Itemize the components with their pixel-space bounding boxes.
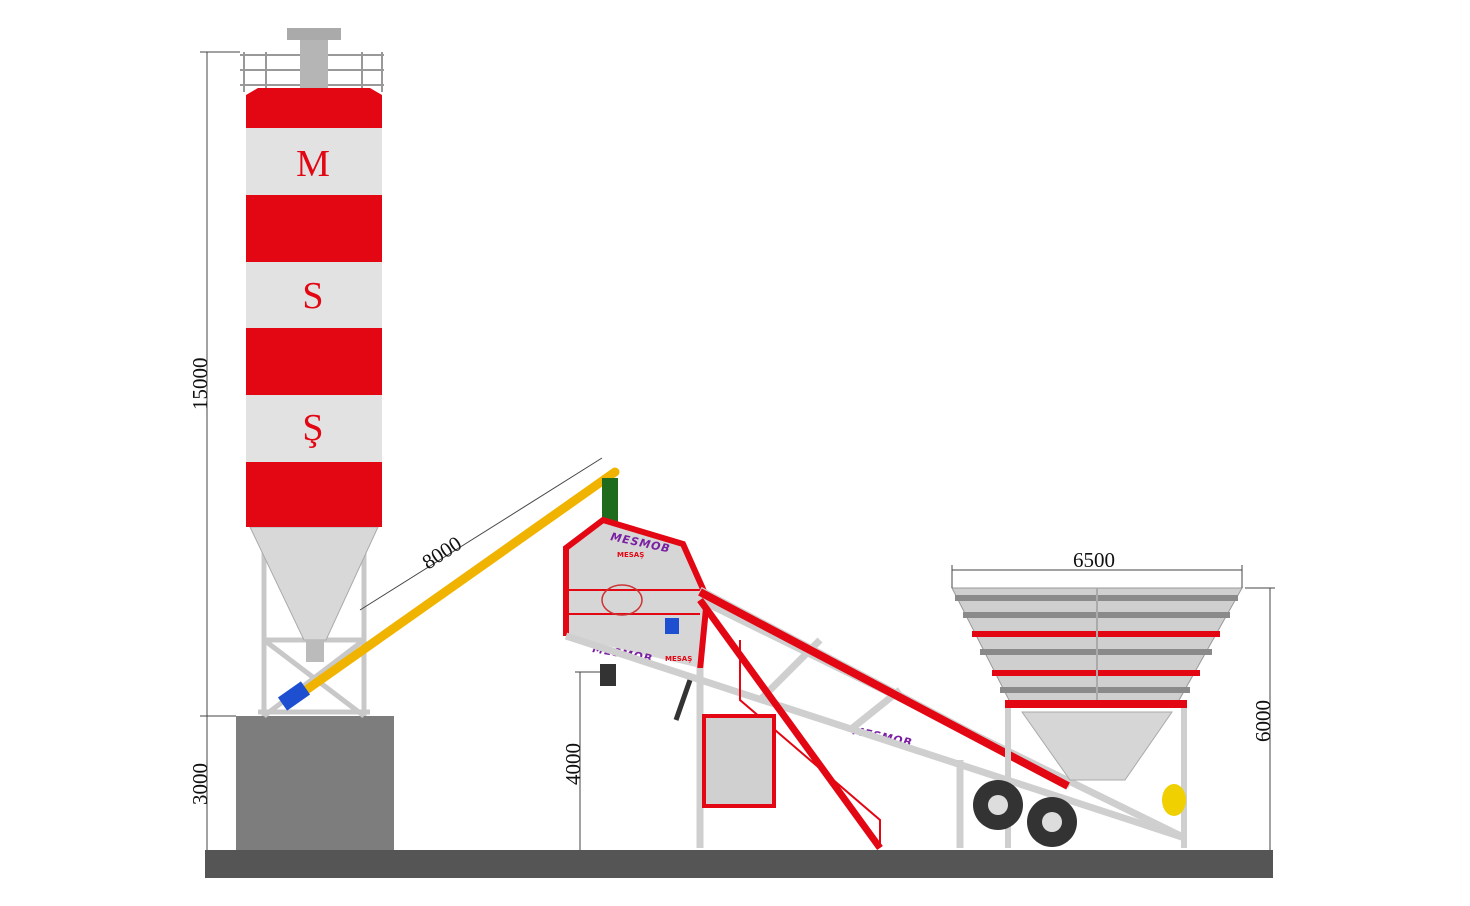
mesas-logo: MESAŞ: [665, 655, 692, 663]
stair-stringer: [697, 597, 883, 851]
silo-foundation: [236, 716, 394, 850]
dimension-bin-height: 6000: [1251, 700, 1275, 742]
weigh-hopper: [1021, 711, 1173, 781]
silo-letter: A: [301, 340, 329, 382]
silo-letter: M: [296, 143, 330, 185]
dimension-mixer-height: 4000: [561, 743, 585, 785]
silo-body: [246, 95, 382, 527]
silo-letter: E: [301, 211, 324, 253]
silo-letter: S: [302, 275, 323, 317]
mesas-logo: MESAŞ: [617, 551, 644, 559]
dimension-silo-height: 15000: [188, 358, 212, 411]
bin-stripes: [955, 588, 1238, 702]
screw-motor: [277, 681, 311, 711]
silo-letter: Ş: [302, 407, 323, 449]
silo-cone: [249, 526, 379, 641]
dimension-lines: [200, 51, 1275, 850]
screw-conveyor: [287, 467, 620, 705]
dimension-screw-length: 8000: [418, 531, 466, 574]
silo-filter-cap: [287, 28, 341, 40]
stair-handrail: [739, 640, 881, 845]
dimension-base-height: 3000: [188, 763, 212, 805]
control-cabin: [702, 714, 776, 808]
ground-slab: [205, 850, 1273, 878]
dimension-bin-width: 6500: [1073, 548, 1115, 572]
silo-roof: [246, 88, 382, 95]
